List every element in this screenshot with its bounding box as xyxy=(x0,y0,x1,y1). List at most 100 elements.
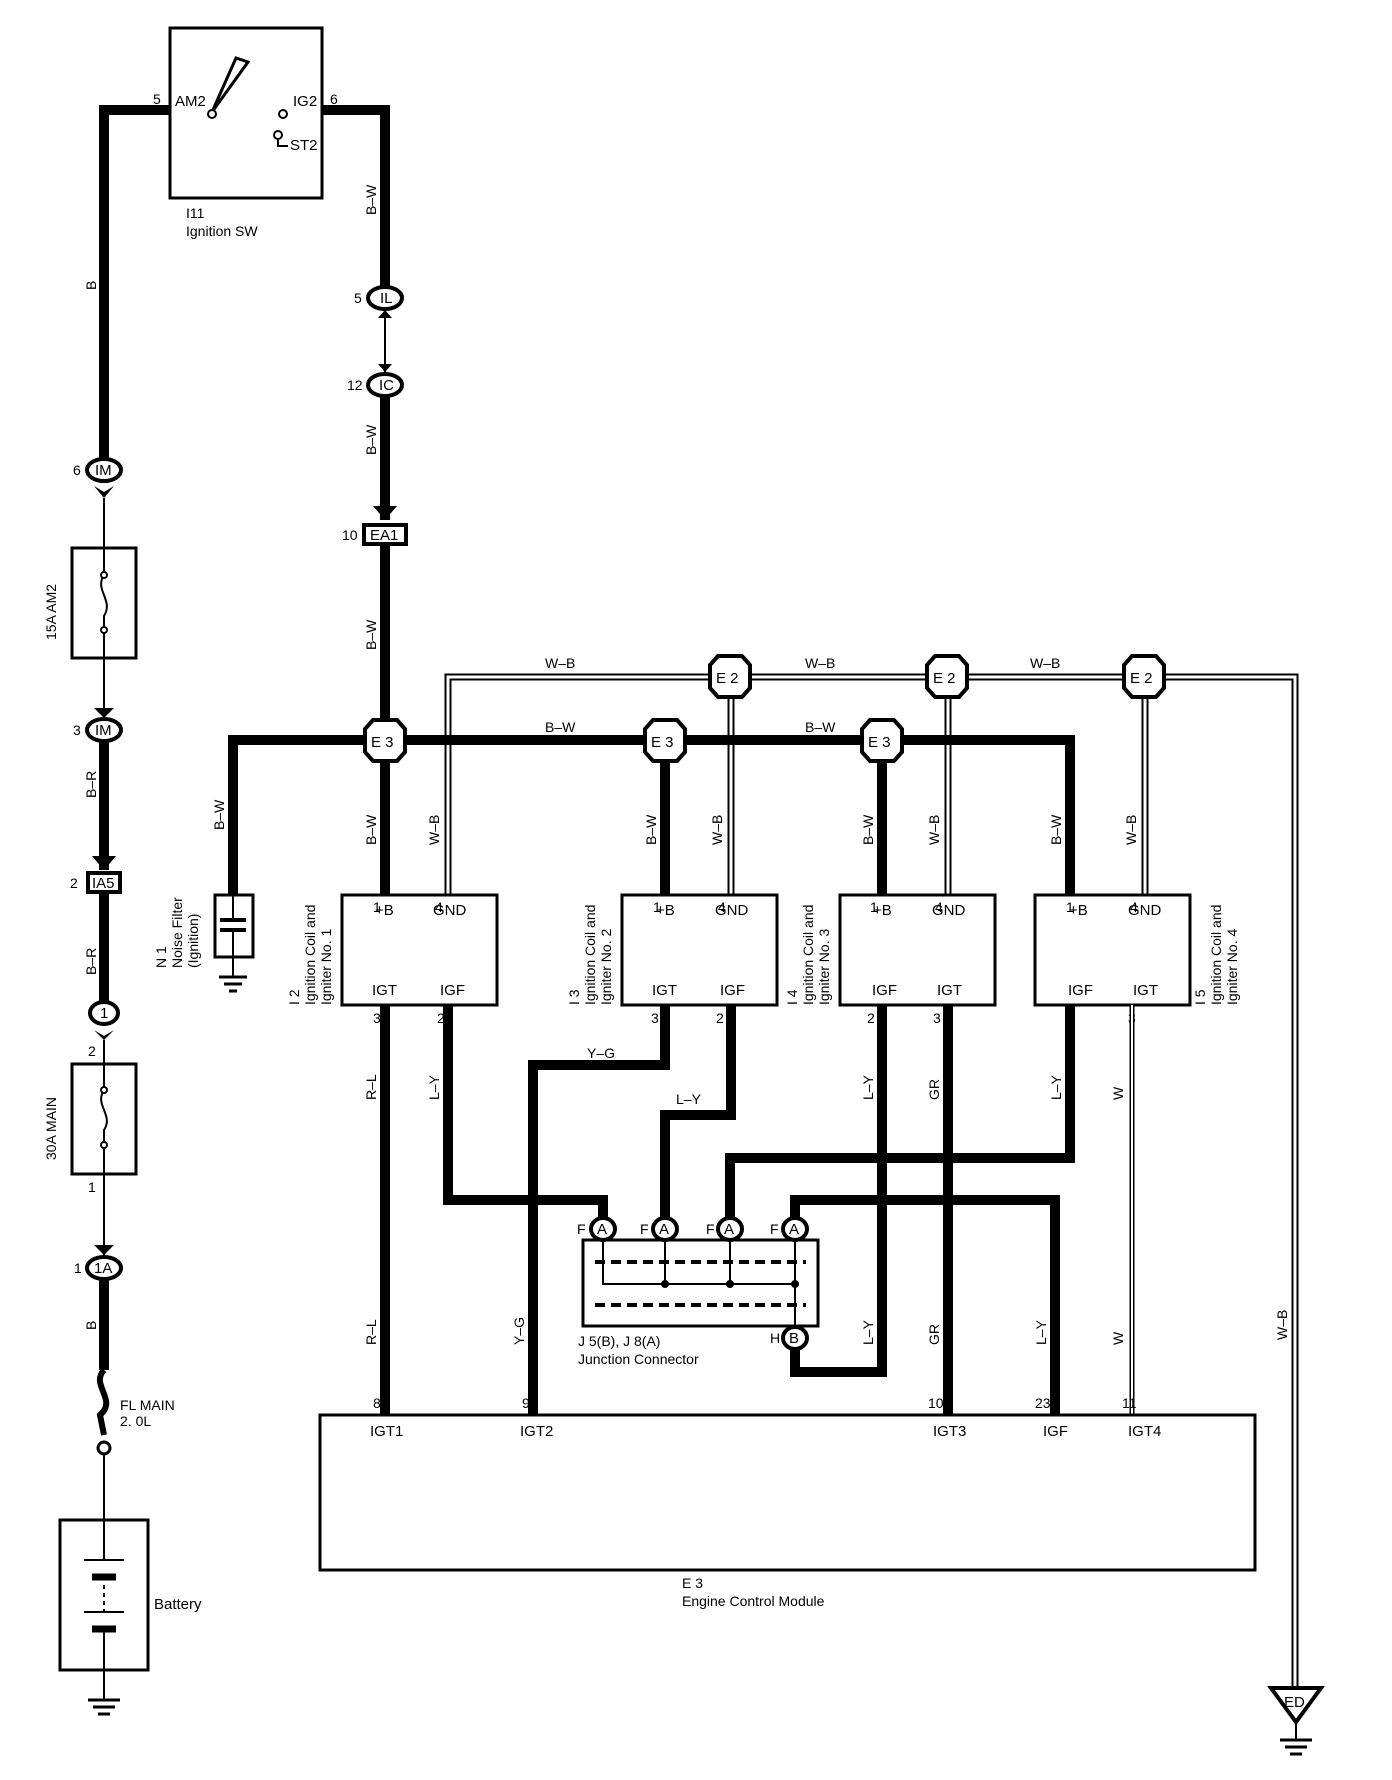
svg-text:I 2: I 2 xyxy=(286,989,302,1005)
svg-text:B–R: B–R xyxy=(83,771,99,798)
svg-text:B: B xyxy=(83,281,99,290)
svg-text:10: 10 xyxy=(342,527,358,543)
svg-text:E 2: E 2 xyxy=(933,670,956,687)
svg-text:B–W: B–W xyxy=(643,814,659,845)
svg-text:IGF: IGF xyxy=(720,982,745,999)
svg-text:IGT: IGT xyxy=(372,982,397,999)
ignition-ref: I11 xyxy=(186,205,205,221)
junction-ref: J 5(B), J 8(A) xyxy=(578,1333,660,1349)
svg-text:E 2: E 2 xyxy=(1130,670,1153,687)
svg-text:4: 4 xyxy=(718,899,726,915)
svg-text:1: 1 xyxy=(88,1179,96,1195)
svg-text:Ignition Coil and: Ignition Coil and xyxy=(1208,905,1224,1005)
svg-text:F: F xyxy=(706,1221,715,1237)
svg-text:Ignition Coil and: Ignition Coil and xyxy=(800,905,816,1005)
wire-l-y-ecm-igf xyxy=(790,1195,1060,1415)
connector-1 xyxy=(88,1000,120,1026)
ecm-ref: E 3 xyxy=(682,1575,703,1591)
svg-text:2: 2 xyxy=(70,875,78,891)
ecm-terminal-igf: IGF xyxy=(1043,1423,1068,1440)
svg-text:9: 9 xyxy=(522,1395,530,1411)
svg-text:FL MAIN: FL MAIN xyxy=(120,1397,175,1413)
svg-text:L–Y: L–Y xyxy=(1048,1074,1064,1100)
svg-text:1: 1 xyxy=(1066,899,1074,915)
svg-text:GND: GND xyxy=(715,902,749,919)
fuse-15a-am2: 15A AM2 xyxy=(43,546,138,660)
svg-text:IM: IM xyxy=(95,722,112,739)
svg-text:2: 2 xyxy=(716,1010,724,1026)
ignition-terminal-ig2: IG2 xyxy=(293,93,317,110)
svg-text:6: 6 xyxy=(73,462,81,478)
svg-text:IM: IM xyxy=(95,462,112,479)
svg-text:B–W: B–W xyxy=(363,814,379,845)
svg-text:IGF: IGF xyxy=(440,982,465,999)
svg-text:IGT: IGT xyxy=(652,982,677,999)
ignition-contact-arm xyxy=(210,56,251,113)
splice-e2-1: E 2 xyxy=(708,654,752,699)
splice-e3-2: E 3 xyxy=(643,718,687,763)
svg-text:A: A xyxy=(597,1221,607,1238)
svg-text:L–Y: L–Y xyxy=(426,1074,442,1100)
svg-text:3: 3 xyxy=(373,1010,381,1026)
svg-text:Igniter No. 2: Igniter No. 2 xyxy=(598,929,614,1005)
svg-text:ED: ED xyxy=(1284,1694,1305,1711)
svg-text:B–W: B–W xyxy=(363,184,379,215)
ground-icon-ed: ED xyxy=(1267,1686,1325,1756)
splice-e3-3: E 3 xyxy=(860,718,904,763)
battery: Battery xyxy=(58,1518,202,1672)
svg-text:10: 10 xyxy=(928,1395,944,1411)
svg-text:H: H xyxy=(770,1330,780,1346)
svg-text:+B: +B xyxy=(873,902,892,919)
svg-text:1: 1 xyxy=(100,1005,108,1022)
svg-text:E 2: E 2 xyxy=(716,670,739,687)
svg-text:F: F xyxy=(577,1221,586,1237)
svg-text:Igniter No. 1: Igniter No. 1 xyxy=(318,929,334,1005)
svg-text:+B: +B xyxy=(375,902,394,919)
svg-text:E 3: E 3 xyxy=(651,734,674,751)
svg-text:B–W: B–W xyxy=(805,719,836,735)
svg-text:B–W: B–W xyxy=(1048,814,1064,845)
ecm-terminal-igt3: IGT3 xyxy=(933,1423,966,1440)
svg-text:+B: +B xyxy=(1069,902,1088,919)
junction-pin-a-2 xyxy=(651,1216,679,1242)
svg-text:+B: +B xyxy=(656,902,675,919)
svg-text:2: 2 xyxy=(867,1010,875,1026)
power-bus-b-w: B–W B–W B–W B–W B–W B–W B–W xyxy=(211,719,1075,895)
svg-text:2: 2 xyxy=(437,1010,445,1026)
svg-text:15A AM2: 15A AM2 xyxy=(43,584,59,640)
ignition-terminal-st2: ST2 xyxy=(290,137,318,154)
svg-text:GND: GND xyxy=(1128,902,1162,919)
ecm-terminal-igt2: IGT2 xyxy=(520,1423,553,1440)
power-feed-left: B IM 6 15A AM2 IM 3 B–R IA5 2 B–R 1 2 xyxy=(43,105,202,1716)
svg-text:W–B: W–B xyxy=(545,655,575,671)
svg-text:B–W: B–W xyxy=(545,719,576,735)
svg-text:GND: GND xyxy=(932,902,966,919)
ignition-pin-6: 6 xyxy=(330,91,338,107)
signal-wires: R–L R–L L–Y Y–G Y–G L–Y L–Y L–Y GR GR L–… xyxy=(363,1005,1135,1415)
svg-text:E 3: E 3 xyxy=(371,734,394,751)
svg-text:3: 3 xyxy=(933,1010,941,1026)
wire-l-y-coil3-igf xyxy=(790,1005,887,1377)
ignition-coil-3: 1 4 +B GND IGF IGT 2 3 I 4 Ignition Coil… xyxy=(784,893,997,1026)
svg-text:GND: GND xyxy=(433,902,467,919)
svg-text:5: 5 xyxy=(354,290,362,306)
svg-text:W–B: W–B xyxy=(426,815,442,845)
ignition-switch: AM2 IG2 ST2 5 6 I11 Ignition SW xyxy=(153,26,338,239)
svg-text:GR: GR xyxy=(926,1324,942,1345)
svg-text:(Ignition): (Ignition) xyxy=(185,914,201,968)
svg-text:E 3: E 3 xyxy=(868,734,891,751)
ignition-coil-2: 1 4 +B GND IGT IGF 3 2 I 3 Ignition Coil… xyxy=(566,893,779,1026)
connector-im-top xyxy=(85,457,123,483)
wire-l-y-coil2-igf xyxy=(660,1005,736,1225)
svg-text:Igniter No. 3: Igniter No. 3 xyxy=(816,929,832,1005)
svg-text:IA5: IA5 xyxy=(92,875,115,892)
svg-text:IGF: IGF xyxy=(872,982,897,999)
svg-text:4: 4 xyxy=(935,899,943,915)
junction-pin-b xyxy=(781,1325,809,1351)
svg-text:8: 8 xyxy=(373,1395,381,1411)
svg-text:W–B: W–B xyxy=(709,815,725,845)
fuse-30a-main: 30A MAIN xyxy=(43,1062,138,1176)
wire-l-y-coil4-igf xyxy=(725,1005,1075,1225)
svg-text:R–L: R–L xyxy=(363,1074,379,1100)
svg-text:F: F xyxy=(770,1221,779,1237)
